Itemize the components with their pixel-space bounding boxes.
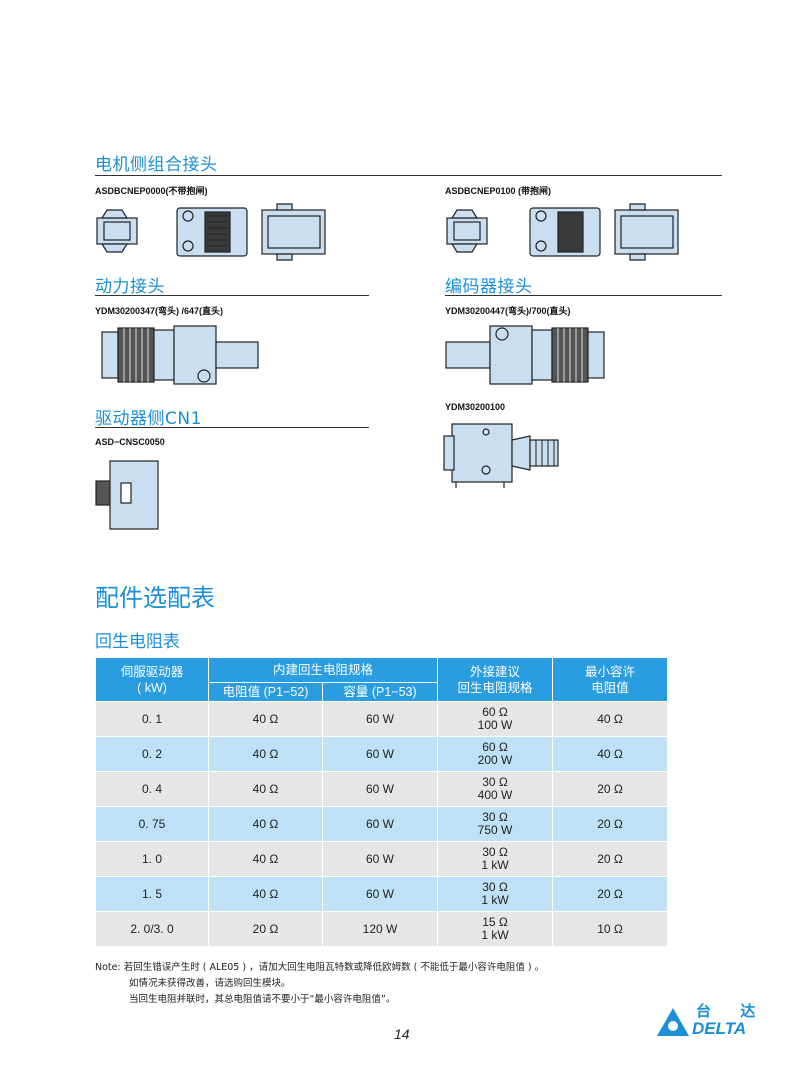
encoder-connector-part2: YDM30200100 <box>445 402 506 412</box>
cell-drive: 0. 4 <box>95 771 209 807</box>
encoder-connector-drawing-2 <box>443 423 559 488</box>
cell-drive: 0. 75 <box>95 806 209 842</box>
external-resistance: 60 Ω <box>482 705 508 719</box>
external-wattage: 400 W <box>477 788 513 802</box>
external-wattage: 100 W <box>477 718 513 732</box>
cell-resistance: 40 Ω <box>208 771 323 807</box>
header-minimum: 最小容许 电阻值 <box>552 657 669 702</box>
driver-cn1-part: ASD−CNSC0050 <box>95 437 165 447</box>
header-capacity: 容量 (P1−53) <box>321 682 439 702</box>
cell-minimum: 10 Ω <box>552 911 669 947</box>
external-wattage: 750 W <box>477 823 513 837</box>
header-builtin: 内建回生电阻规格 <box>207 657 439 683</box>
regen-resistor-table: 伺服驱动器 ( kW) 内建回生电阻规格 外接建议 回生电阻规格 最小容许 电阻… <box>95 657 669 947</box>
cell-capacity: 60 W <box>321 701 439 737</box>
encoder-connector-rule <box>445 295 722 296</box>
power-connector-drawing <box>101 325 259 385</box>
external-wattage: 1 kW <box>481 858 509 872</box>
external-wattage: 200 W <box>477 753 513 767</box>
cell-minimum: 20 Ω <box>552 876 669 912</box>
motor-side-left-part: ASDBCNEP0000(不带抱闸) <box>95 186 208 196</box>
cell-minimum: 40 Ω <box>552 736 669 772</box>
driver-cn1-rule <box>95 427 369 428</box>
cell-resistance: 40 Ω <box>208 876 323 912</box>
power-connector-part: YDM30200347(弯头) /647(直头) <box>95 306 224 316</box>
motor-side-right-part: ASDBCNEP0100 (带抱闸) <box>445 186 552 196</box>
delta-triangle-icon <box>657 1008 689 1036</box>
encoder-connector-title: 编码器接头 <box>445 277 533 297</box>
logo-text-cn: 台 达 <box>696 1002 768 1020</box>
motor-side-rule <box>95 175 722 176</box>
cell-drive: 2. 0/3. 0 <box>95 911 209 947</box>
external-resistance: 60 Ω <box>482 740 508 754</box>
external-resistance: 30 Ω <box>482 845 508 859</box>
header-drive: 伺服驱动器 ( kW) <box>95 657 209 702</box>
cell-resistance: 40 Ω <box>208 701 323 737</box>
page-number: 14 <box>394 1026 410 1042</box>
motor-side-connector-drawing-right <box>446 203 679 261</box>
regen-table-title: 回生电阻表 <box>95 632 180 652</box>
cell-drive: 0. 1 <box>95 701 209 737</box>
cell-minimum: 40 Ω <box>552 701 669 737</box>
motor-side-connector-drawing-left <box>96 203 326 261</box>
cell-minimum: 20 Ω <box>552 841 669 877</box>
cell-minimum: 20 Ω <box>552 806 669 842</box>
driver-cn1-title: 驱动器侧CN1 <box>95 409 202 429</box>
cell-resistance: 40 Ω <box>208 806 323 842</box>
header-external: 外接建议 回生电阻规格 <box>437 657 554 702</box>
delta-logo: 台 达 DELTA <box>656 1000 760 1040</box>
cell-capacity: 60 W <box>321 841 439 877</box>
cell-minimum: 20 Ω <box>552 771 669 807</box>
cell-drive: 0. 2 <box>95 736 209 772</box>
external-wattage: 1 kW <box>481 893 509 907</box>
header-resistance: 电阻值 (P1−52) <box>208 682 323 702</box>
external-resistance: 15 Ω <box>482 915 508 929</box>
cell-capacity: 120 W <box>321 911 439 947</box>
cell-resistance: 40 Ω <box>208 841 323 877</box>
power-connector-title: 动力接头 <box>95 277 165 297</box>
motor-side-title: 电机侧组合接头 <box>95 155 218 175</box>
note-line-2: 如情况未获得改善，请选购回生模块。 <box>129 978 291 989</box>
external-wattage: 1 kW <box>481 928 509 942</box>
encoder-connector-part: YDM30200447(弯头)/700(直头) <box>445 306 571 316</box>
note-line-1: Note: 若回生错误产生时 ( ALE05 ) ，请加大回生电阻瓦特数或降低欧… <box>95 962 545 973</box>
cell-drive: 1. 5 <box>95 876 209 912</box>
cell-resistance: 20 Ω <box>208 911 323 947</box>
logo-text-en: DELTA <box>692 1019 747 1038</box>
cell-capacity: 60 W <box>321 806 439 842</box>
external-resistance: 30 Ω <box>482 880 508 894</box>
cell-drive: 1. 0 <box>95 841 209 877</box>
note-line-3: 当回生电阻并联时，其总电阻值请不要小于“最小容许电阻值”。 <box>129 994 396 1005</box>
cell-capacity: 60 W <box>321 771 439 807</box>
cell-capacity: 60 W <box>321 876 439 912</box>
accessory-title: 配件选配表 <box>95 584 215 612</box>
power-connector-rule <box>95 295 369 296</box>
cell-resistance: 40 Ω <box>208 736 323 772</box>
external-resistance: 30 Ω <box>482 810 508 824</box>
driver-cn1-drawing <box>95 460 159 530</box>
cell-capacity: 60 W <box>321 736 439 772</box>
encoder-connector-drawing <box>445 325 605 385</box>
external-resistance: 30 Ω <box>482 775 508 789</box>
